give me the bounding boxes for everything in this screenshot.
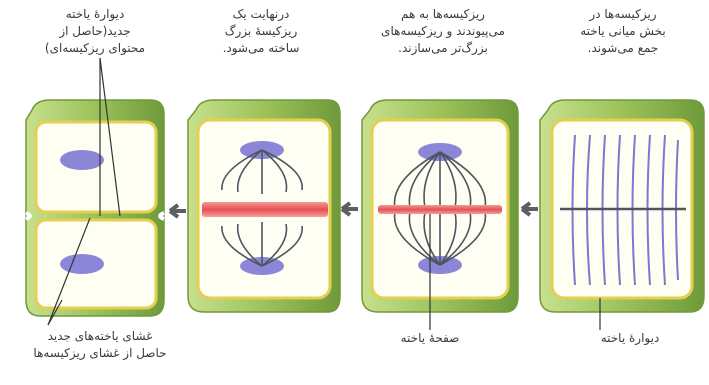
cell-step1 <box>540 100 704 330</box>
cell-step2 <box>362 100 518 330</box>
arrow-left-icon <box>522 203 538 215</box>
arrow-left-icon <box>342 203 358 215</box>
nucleus-top <box>60 150 104 170</box>
nucleus-bottom <box>60 254 104 274</box>
cell-step3 <box>188 100 340 312</box>
arrow-left-icon <box>170 205 186 217</box>
large-vesicle <box>202 202 328 217</box>
cell-step4 <box>26 58 164 325</box>
cell-plate-forming <box>378 205 502 214</box>
